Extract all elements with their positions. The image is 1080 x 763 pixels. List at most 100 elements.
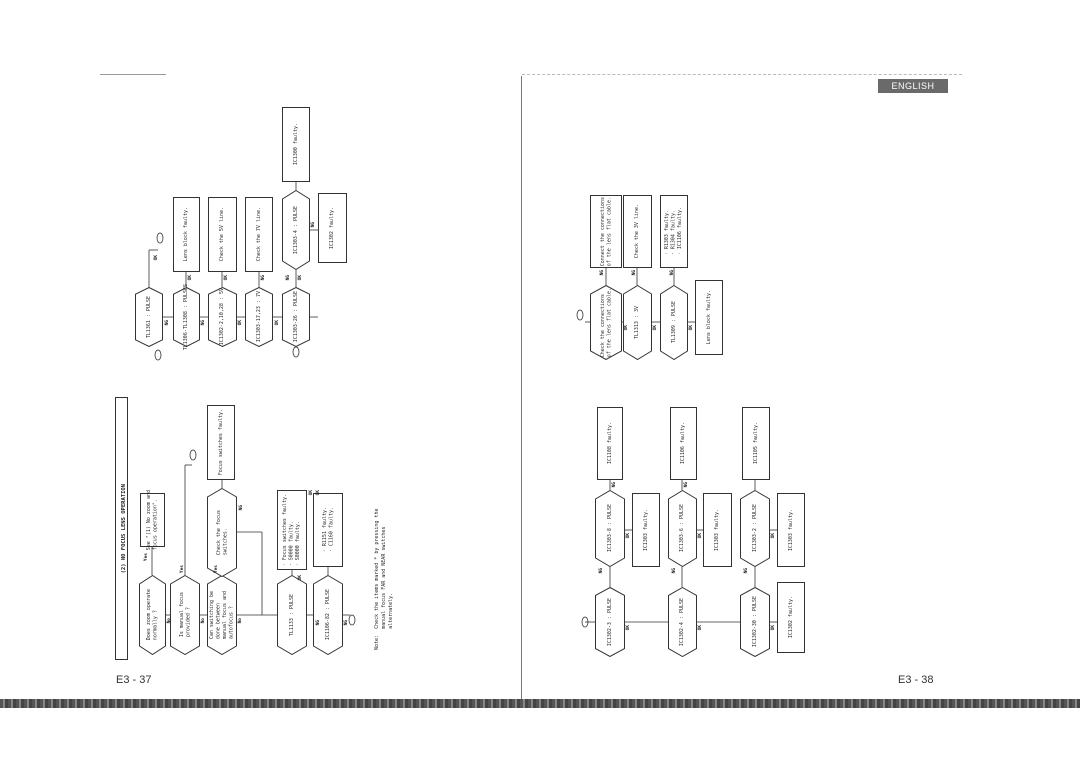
page-number-left: E3 - 37: [116, 674, 152, 686]
hexagon-shape: [173, 287, 200, 347]
edge-label: NG: [261, 275, 266, 281]
decision-node: TL1361 : PULSE: [135, 287, 163, 347]
edge-label: OK: [275, 320, 280, 326]
decision-node: Can switching be done between manual foc…: [207, 575, 237, 655]
page-number-right: E3 - 38: [898, 674, 934, 686]
edge-label: OK: [224, 275, 229, 281]
edge-label: NG: [600, 270, 605, 276]
edge-label: OK: [653, 325, 658, 331]
edge-label: NG: [165, 320, 170, 326]
node-label: IC1303 faulty.: [787, 508, 794, 552]
node-label: IC1302-3 : PULSE: [606, 597, 613, 647]
node-label: IC1108 faulty.: [606, 422, 613, 465]
node-label: IC1302 faulty.: [329, 206, 336, 250]
off-page-connector-icon: [348, 614, 356, 626]
edge-label: OK: [298, 275, 303, 281]
edge-label: No: [167, 618, 172, 624]
decision-node: IC1106-82 : PULSE: [313, 575, 343, 655]
edge-label: NG: [286, 275, 291, 281]
hexagon-shape: [277, 575, 307, 655]
hexagon-shape: [623, 285, 652, 360]
edge-label: NG: [612, 482, 617, 488]
decision-node: Check the connections of the lens flat c…: [590, 285, 622, 360]
result-box: Lens block faulty.: [173, 197, 200, 272]
decision-node: Is manual focus provided ?: [170, 575, 200, 655]
decision-node: IC1303-8 : PULSE: [595, 490, 625, 567]
node-label: IC1303-2 : PULSE: [751, 504, 758, 553]
result-box: IC1303 faulty.: [777, 493, 805, 567]
node-label: Can switching be done between manual foc…: [209, 590, 235, 640]
edge-label: NG: [684, 482, 689, 488]
node-label: IC1303 faulty.: [714, 508, 721, 552]
hexagon-shape: [595, 490, 625, 567]
node-label: TL1133 : PULSE: [288, 593, 295, 637]
node-label: Does zoom operate normally ?: [146, 589, 159, 641]
hexagon-shape: [740, 490, 770, 567]
edge-label: NG: [632, 270, 637, 276]
edge-label: OK: [238, 320, 243, 326]
hexagon-shape: [668, 490, 697, 567]
decision-node: IC1302-2,10,28 : 5V: [208, 287, 237, 347]
off-page-connector-icon: [576, 309, 584, 321]
node-label: IC1303 faulty.: [642, 508, 649, 552]
result-box: See "(1) No zoom and focus operation".: [140, 490, 165, 550]
result-box: IC1302 faulty.: [318, 193, 347, 263]
hexagon-shape: [313, 575, 343, 655]
node-label: · R1151 faulty. · C1160 faulty.: [321, 507, 335, 553]
node-label: · Focus switches faulty. · S0000 faulty.…: [282, 493, 302, 567]
node-label: IC1303-17,23 : 7V: [255, 291, 262, 343]
scan-edge-band: [0, 699, 1080, 708]
node-label: Check the connections of the lens flat c…: [599, 287, 613, 358]
language-badge: ENGLISH: [878, 79, 948, 93]
hexagon-shape: [245, 287, 273, 347]
node-label: IC1302 faulty.: [787, 596, 794, 639]
edge-label: No: [238, 618, 243, 624]
node-label: IC1303-8 : PULSE: [606, 504, 613, 553]
edge-label: OK: [698, 533, 703, 539]
off-page-connector-icon: [156, 232, 164, 244]
result-box: IC1108 faulty.: [597, 407, 623, 480]
node-label: IC1105 faulty.: [752, 422, 759, 465]
top-left-rule: [100, 74, 166, 75]
section-title: (2) NO FOCUS LENS OPERATION: [115, 397, 128, 660]
footnote: Note: Check the items marked * by pressi…: [374, 508, 394, 650]
node-label: Check the 7V line.: [255, 207, 262, 262]
hexagon-shape: [282, 190, 310, 270]
node-label: IC1303-4 : PULSE: [292, 205, 299, 255]
decision-node: IC1303-26 : PULSE: [282, 287, 310, 347]
result-box: · R1151 faulty. · C1160 faulty.: [313, 493, 343, 567]
edge-label: NG: [672, 568, 677, 574]
hexagon-shape: [282, 287, 310, 347]
decision-node: IC1302-3 : PULSE: [595, 587, 625, 657]
hexagon-shape: [595, 587, 625, 657]
node-label: IC1300 faulty.: [292, 123, 299, 166]
result-box: Check the 3V line.: [623, 195, 652, 268]
node-label: Check the focus switches.: [215, 509, 229, 556]
node-label: Is manual focus provided ?: [178, 592, 192, 638]
edge-label: OK: [689, 325, 694, 331]
edge-label: OK: [154, 255, 159, 261]
edge-label: OK: [298, 575, 303, 581]
node-label: Check the 5V line.: [219, 207, 226, 262]
node-label: TL1306-TL1308 : PULSES: [183, 283, 190, 351]
result-box: Check the 7V line.: [245, 197, 273, 272]
result-box: Lens block faulty.: [695, 280, 723, 355]
node-label: (2) NO FOCUS LENS OPERATION: [120, 483, 127, 574]
node-label: Connect the connections of the lens flat…: [599, 196, 613, 267]
decision-node: TL1133 : PULSE: [277, 575, 307, 655]
node-label: TL1309 : PULSE: [670, 301, 677, 344]
node-label: TL1313 : 3V: [634, 305, 641, 340]
result-box: IC1106 faulty.: [670, 407, 697, 480]
decision-node: Check the focus switches.: [207, 488, 237, 577]
decision-node: IC1303-17,23 : 7V: [245, 287, 273, 347]
edge-label: OK: [698, 625, 703, 631]
off-page-connector-icon: [189, 449, 197, 461]
result-box: IC1105 faulty.: [742, 407, 770, 480]
result-box: Focus switches faulty.: [207, 405, 235, 480]
node-label: See "(1) No zoom and focus operation".: [146, 489, 159, 551]
edge-label: OK: [624, 325, 629, 331]
decision-node: TL1306-TL1308 : PULSES: [173, 284, 200, 350]
result-box: IC1300 faulty.: [282, 107, 310, 182]
edge-label: OK: [771, 533, 776, 539]
decision-node: IC1302-4 : PULSE: [668, 587, 697, 657]
